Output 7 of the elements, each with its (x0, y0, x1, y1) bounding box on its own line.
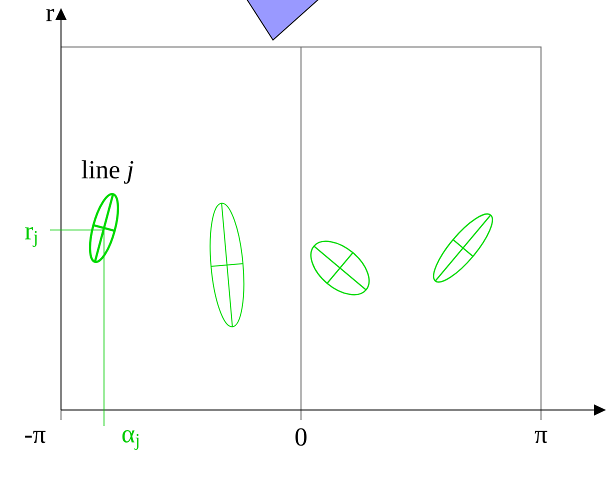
axis-label: r (46, 8, 54, 22)
tick-label: π (534, 430, 548, 444)
curve-label: line j (82, 160, 134, 184)
tick-label: 0 (296, 428, 307, 446)
axis-value-label: r$_{j}$ (25, 227, 37, 247)
tick-label: -π (25, 430, 46, 444)
axis-value-label: α$_{j}$ (122, 430, 139, 450)
